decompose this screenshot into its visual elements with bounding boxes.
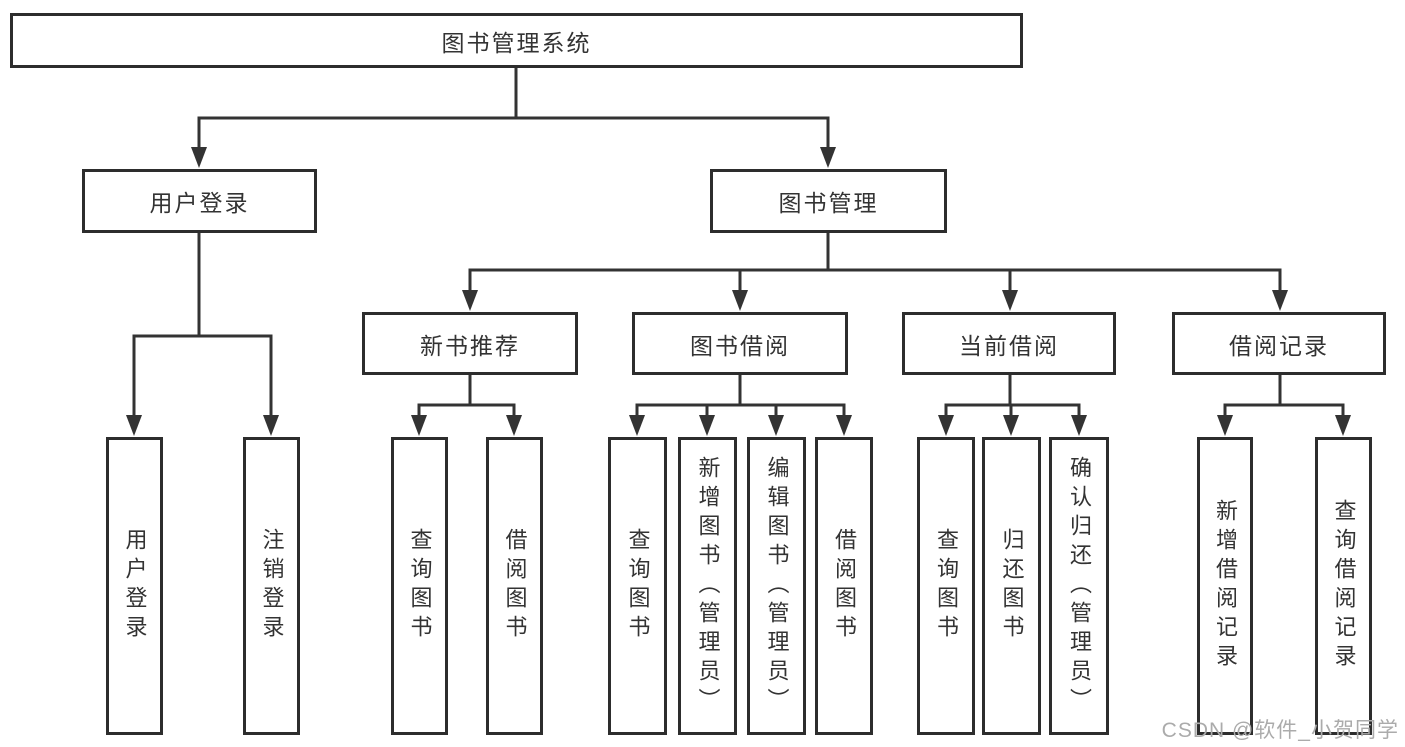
node-label: 查询图书	[625, 528, 651, 644]
arrow-down-icon	[462, 290, 478, 311]
node-library-system: 图书管理系统	[10, 13, 1023, 68]
arrow-down-icon	[1002, 290, 1018, 311]
node-book-management: 图书管理	[710, 169, 947, 233]
node-label: 图书管理系统	[441, 29, 592, 56]
arrow-down-icon	[1335, 415, 1351, 436]
node-borrow-record: 借阅记录	[1172, 312, 1386, 375]
node-label: 借阅图书	[832, 528, 857, 644]
arrow-down-icon	[1217, 415, 1233, 436]
arrow-down-icon	[732, 290, 748, 311]
leaf-query-book-current: 查询图书	[917, 437, 975, 735]
leaf-logout: 注销登录	[243, 437, 300, 735]
node-label: 图书借阅	[690, 332, 790, 359]
node-label: 用户登录	[149, 190, 250, 216]
leaf-borrow-book-recommend: 借阅图书	[486, 437, 543, 735]
arrow-down-icon	[836, 415, 852, 436]
connector-current-to-leaves	[938, 373, 1087, 436]
node-label: 用户登录	[122, 528, 148, 644]
arrow-down-icon	[411, 415, 427, 436]
connector-record-to-leaves	[1217, 373, 1351, 436]
node-label: 归还图书	[999, 528, 1025, 644]
arrow-down-icon	[938, 415, 954, 436]
node-label: 当前借阅	[959, 332, 1059, 359]
connector-rec-to-leaves	[411, 373, 522, 436]
node-label: 借阅记录	[1229, 332, 1329, 359]
connector-root-to-level2	[191, 67, 836, 168]
node-current-borrow: 当前借阅	[902, 312, 1116, 375]
node-label: 新增图书（管理员）	[695, 455, 721, 717]
node-label: 新书推荐	[420, 332, 520, 359]
node-label: 新增借阅记录	[1213, 499, 1238, 673]
node-label: 注销登录	[259, 528, 285, 644]
node-label: 查询借阅记录	[1331, 499, 1357, 673]
node-label: 查询图书	[407, 528, 433, 644]
leaf-query-book-recommend: 查询图书	[391, 437, 448, 735]
leaf-borrow-book: 借阅图书	[815, 437, 873, 735]
node-label: 借阅图书	[502, 528, 528, 644]
leaf-add-book-admin: 新增图书（管理员）	[678, 437, 737, 735]
arrow-down-icon	[820, 147, 836, 168]
node-label: 编辑图书（管理员）	[764, 455, 790, 717]
leaf-edit-book-admin: 编辑图书（管理员）	[747, 437, 806, 735]
arrow-down-icon	[126, 415, 142, 436]
arrow-down-icon	[1003, 415, 1019, 436]
leaf-return-book: 归还图书	[982, 437, 1041, 735]
connector-borrow-to-leaves	[629, 373, 852, 436]
connector-mgmt-to-level3	[462, 231, 1288, 311]
node-new-book-recommend: 新书推荐	[362, 312, 578, 375]
node-book-borrow: 图书借阅	[632, 312, 848, 375]
node-label: 图书管理	[778, 190, 879, 216]
arrow-down-icon	[506, 415, 522, 436]
leaf-query-borrow-record: 查询借阅记录	[1315, 437, 1372, 735]
arrow-down-icon	[1071, 415, 1087, 436]
csdn-watermark: CSDN @软件_小贺同学	[1161, 719, 1399, 742]
node-user-login: 用户登录	[82, 169, 317, 233]
leaf-add-borrow-record: 新增借阅记录	[1197, 437, 1253, 735]
arrow-down-icon	[699, 415, 715, 436]
arrow-down-icon	[1272, 290, 1288, 311]
node-label: 查询图书	[934, 528, 959, 644]
leaf-query-book-borrow: 查询图书	[608, 437, 667, 735]
arrow-down-icon	[768, 415, 784, 436]
node-label: 确认归还（管理员）	[1067, 455, 1092, 717]
leaf-confirm-return-admin: 确认归还（管理员）	[1049, 437, 1109, 735]
arrow-down-icon	[629, 415, 645, 436]
leaf-user-login: 用户登录	[106, 437, 163, 735]
arrow-down-icon	[191, 147, 207, 168]
connector-login-to-leaves	[126, 231, 279, 436]
arrow-down-icon	[263, 415, 279, 436]
